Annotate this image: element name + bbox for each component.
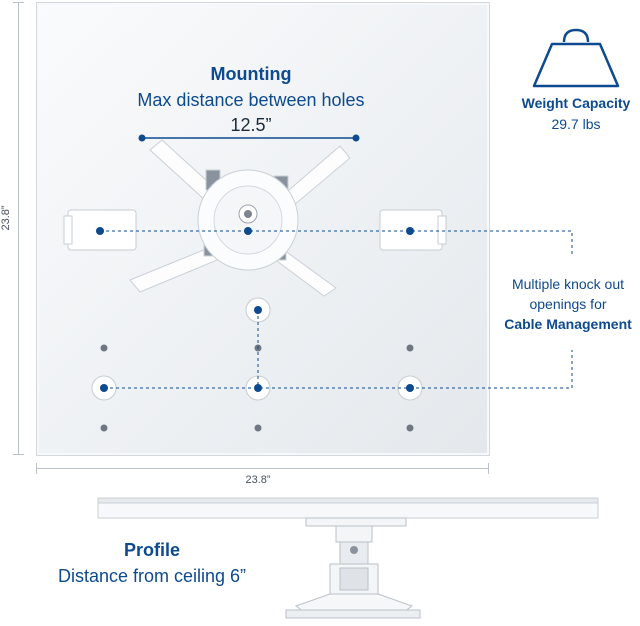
width-dimension-label: 23.8” [245,474,271,486]
cable-management-line3: Cable Management [504,316,632,332]
callout-dots [96,227,414,392]
weight-icon [532,28,620,88]
profile-title: Profile [123,540,180,560]
profile-rail [97,497,599,519]
weight-capacity-value: 29.7 lbs [551,116,601,132]
height-dimension-cap-top [13,2,24,3]
height-dimension-line [18,2,19,454]
width-dimension-line [36,468,488,469]
profile-mount [285,517,421,619]
weight-capacity-title: Weight Capacity [521,95,631,111]
mounting-value: 12.5” [230,115,272,135]
height-dimension-cap-bottom [13,454,24,455]
center-hub [197,169,299,271]
profile-subtitle: Distance from ceiling 6” [57,566,247,586]
mounting-distance-marker [138,134,360,142]
width-dimension-cap-right [488,463,489,474]
cable-management-line2: openings for [529,296,607,312]
width-dimension-cap-left [36,463,37,474]
cable-management-line1: Multiple knock out [511,276,625,292]
knockout-holes [91,297,423,432]
mounting-subtitle: Max distance between holes [137,90,365,110]
mounting-title: Mounting [210,64,292,84]
